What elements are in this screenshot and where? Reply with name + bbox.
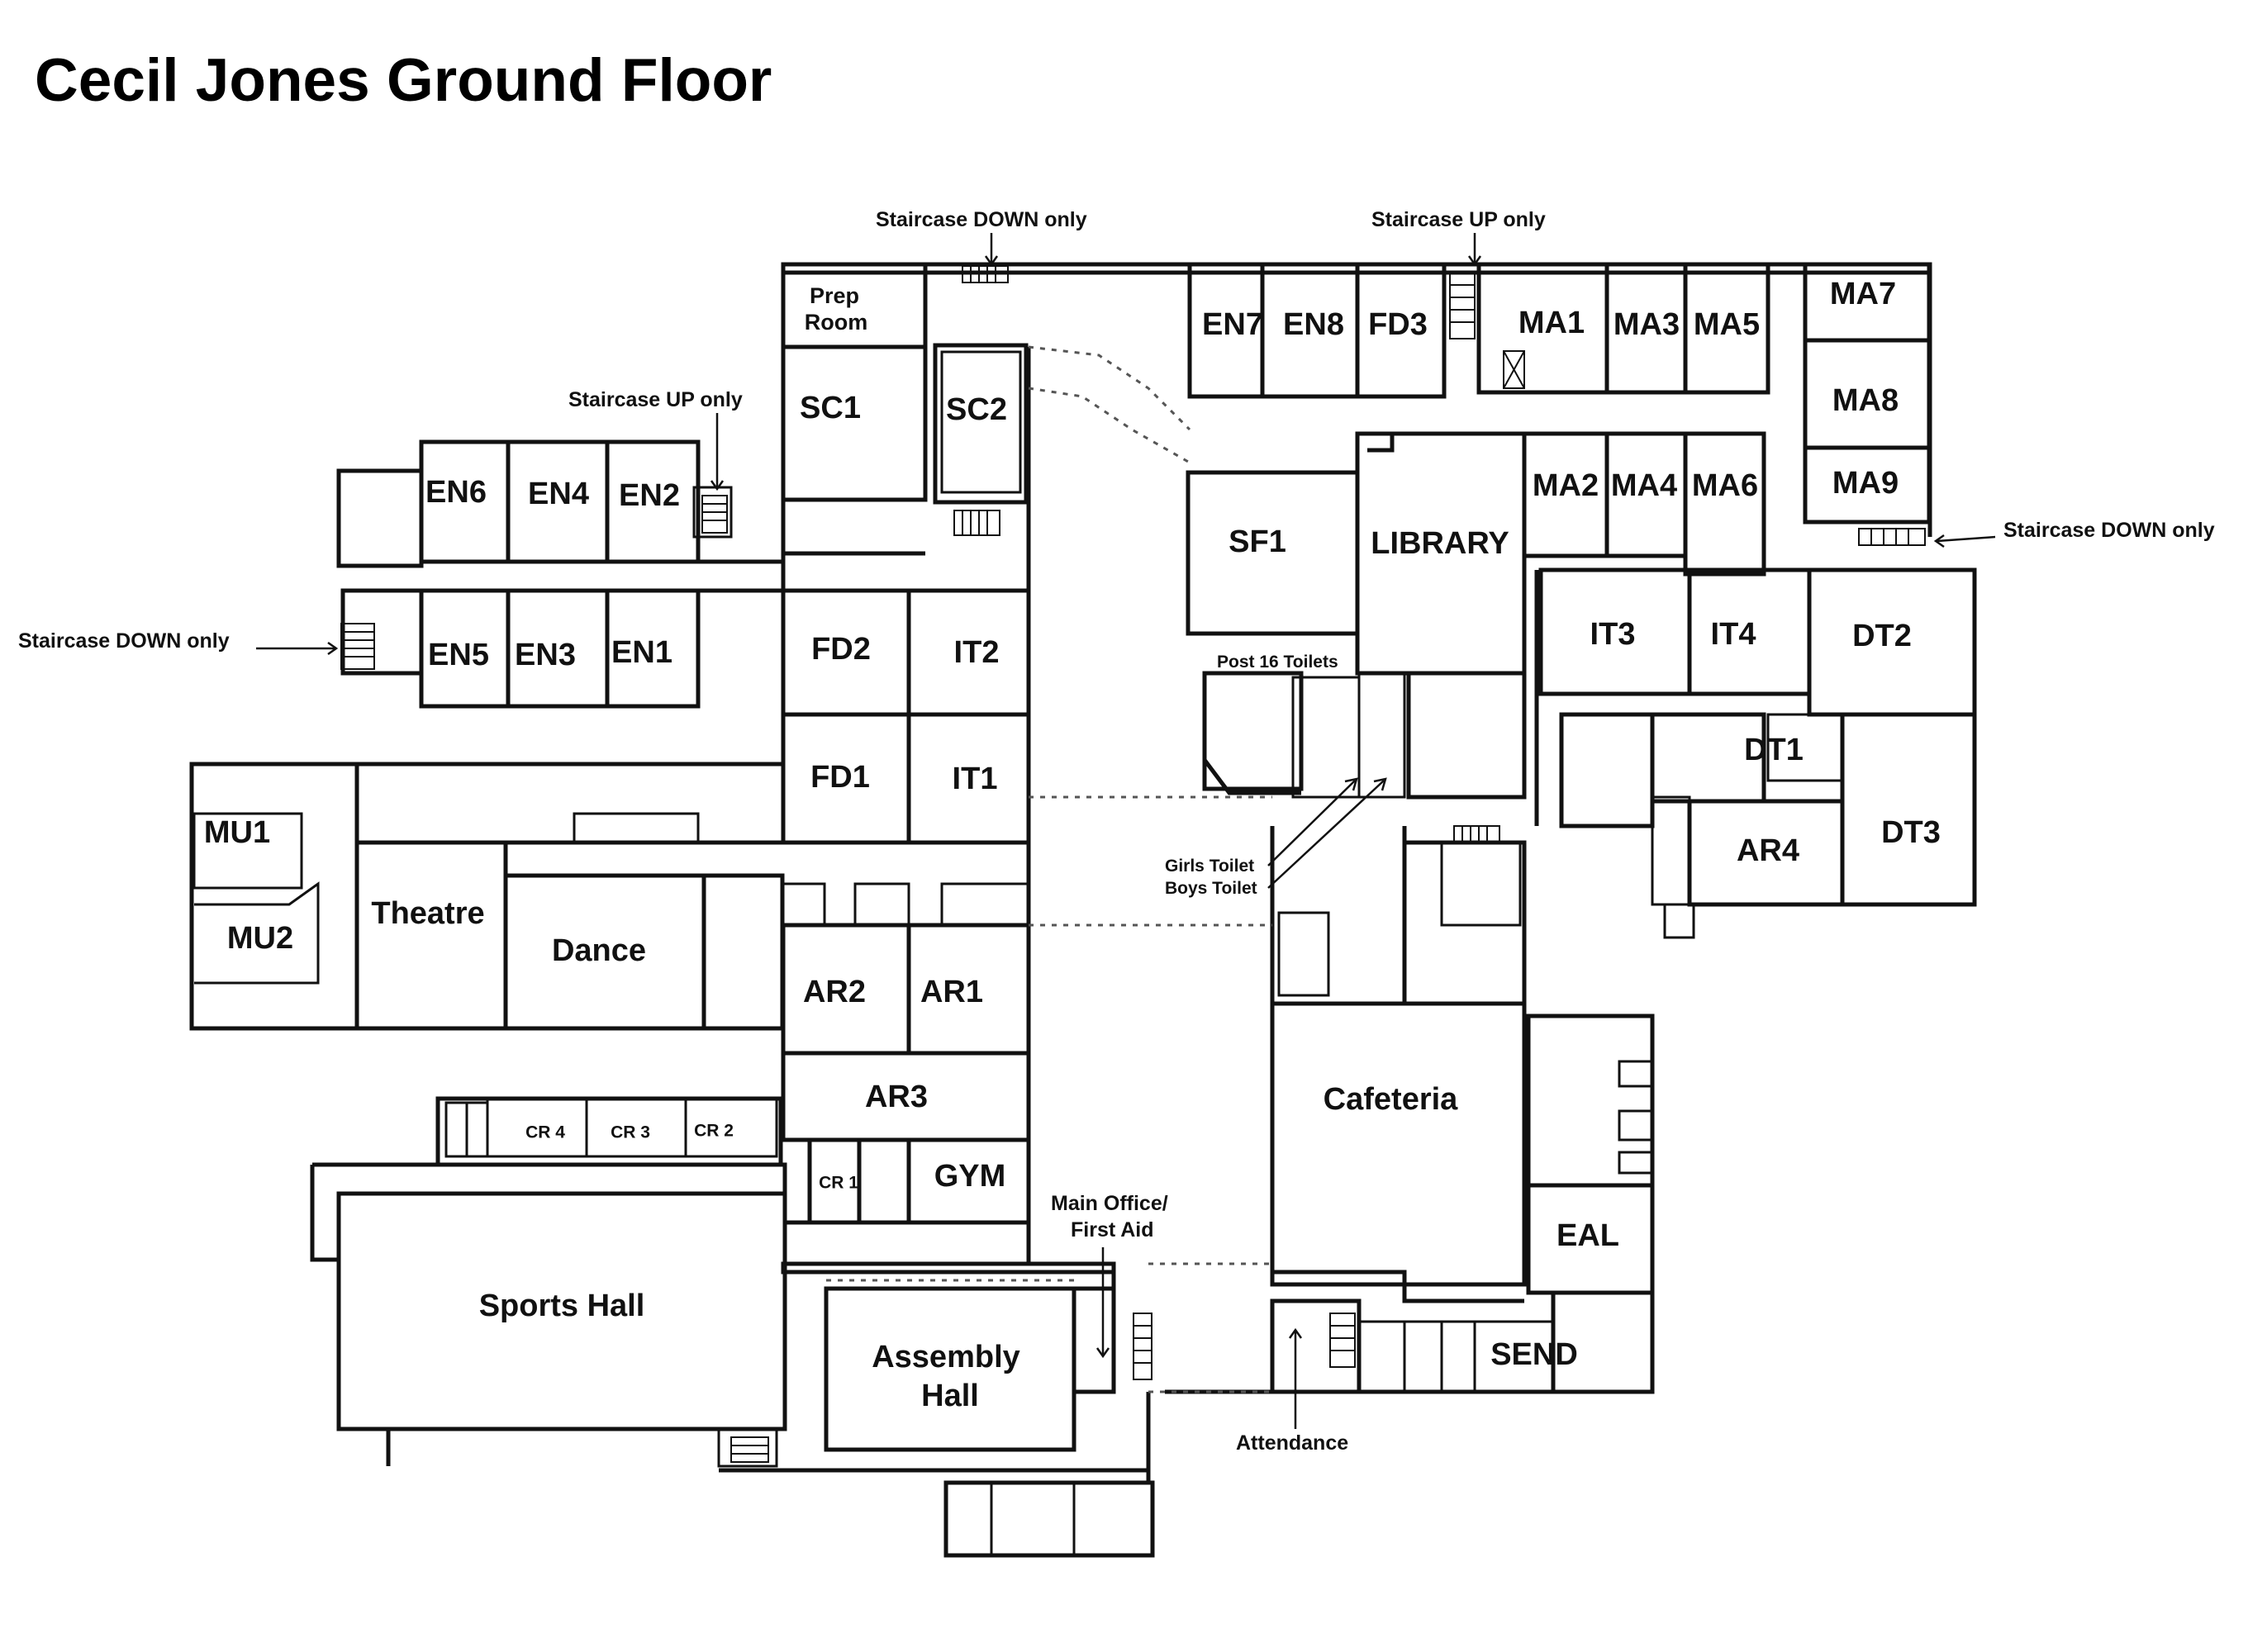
room-ma8: MA8 [1832,383,1899,418]
room-mu1: MU1 [204,815,270,850]
staircase-up-en-icon [701,495,728,534]
note-main-office-line2: First Aid [1071,1218,1153,1241]
staircase-office-icon [1133,1313,1153,1380]
room-ar3: AR3 [865,1080,928,1114]
covered-walkways [826,345,1272,1393]
room-prep-room-line1: Prep [810,283,859,308]
room-ma9: MA9 [1832,466,1899,501]
room-assembly-hall-line2: Hall [921,1379,979,1413]
room-ma3: MA3 [1614,307,1680,342]
room-assembly-hall-line1: Assembly [872,1340,1020,1374]
room-en2: EN2 [619,478,680,513]
note-girls-toilet: Girls Toilet [1165,857,1254,876]
room-sf1: SF1 [1229,525,1286,559]
room-cafeteria: Cafeteria [1324,1082,1458,1117]
room-sc2: SC2 [946,392,1007,427]
room-sports-hall: Sports Hall [479,1289,645,1323]
room-cr3: CR 3 [611,1123,650,1142]
room-fd2: FD2 [811,632,871,667]
room-mu2: MU2 [227,921,293,956]
room-dt1: DT1 [1744,733,1804,767]
staircase-up-top-icon [1449,272,1525,389]
note-boys-toilet: Boys Toilet [1165,879,1257,898]
room-fd1: FD1 [810,760,870,795]
room-en5: EN5 [428,638,489,672]
note-main-office-line1: Main Office/ [1051,1192,1168,1215]
map-title: Cecil Jones Ground Floor [35,47,772,114]
staircase-attendance-icon [1329,1313,1356,1368]
room-it3: IT3 [1590,617,1636,652]
room-gym: GYM [934,1159,1006,1194]
note-staircase-up-en: Staircase UP only [568,388,743,411]
arrowhead-icon [1933,534,1945,548]
note-staircase-down-top: Staircase DOWN only [876,208,1087,231]
note-staircase-up-top: Staircase UP only [1371,208,1546,231]
room-en3: EN3 [515,638,576,672]
room-ma7: MA7 [1830,277,1896,311]
arrowhead-icon [1344,777,1358,791]
room-en6: EN6 [425,475,487,510]
room-cr2: CR 2 [694,1122,734,1141]
room-ma6: MA6 [1692,468,1758,503]
annotations: Staircase DOWN only Staircase UP only St… [18,208,2215,1455]
staircase-down-top-icon [962,265,1009,283]
room-library: LIBRARY [1371,526,1509,561]
arrowhead-icon [1095,1347,1110,1359]
room-ma5: MA5 [1694,307,1760,342]
room-ar1: AR1 [920,975,983,1009]
building-walls [189,262,1977,1558]
room-it2: IT2 [954,635,1000,670]
room-ma2: MA2 [1533,468,1599,503]
room-en4: EN4 [528,477,589,511]
staircase-sports-hall-icon [730,1436,769,1463]
room-ar2: AR2 [803,975,866,1009]
room-cr1: CR 1 [819,1174,858,1193]
room-ar4: AR4 [1737,833,1799,868]
note-staircase-down-right: Staircase DOWN only [2003,519,2215,542]
room-cr4: CR 4 [525,1123,565,1142]
room-ma1: MA1 [1518,306,1585,340]
staircases [340,265,1926,1463]
arrowhead-icon [1288,1327,1303,1339]
arrowhead-icon [710,480,725,491]
room-it1: IT1 [953,762,998,796]
room-en7: EN7 [1202,307,1263,342]
room-it4: IT4 [1711,617,1756,652]
room-en1: EN1 [611,635,672,670]
room-ma4: MA4 [1611,468,1677,503]
room-send: SEND [1490,1337,1578,1372]
note-attendance: Attendance [1236,1431,1348,1455]
arrowhead-icon [984,255,999,267]
room-dance: Dance [552,933,646,968]
staircase-down-left-icon [340,623,375,670]
room-en8: EN8 [1283,307,1344,342]
arrowhead-icon [1373,777,1387,791]
arrow-staircase-down-right-icon [1937,535,1996,543]
arrow-girls-toilet-icon [1267,780,1356,866]
note-post16-toilets: Post 16 Toilets [1217,653,1338,672]
arrowhead-icon [327,641,339,656]
room-prep-room-line2: Room [805,310,868,335]
arrowhead-icon [1467,255,1482,267]
staircase-cafeteria-icon [1453,825,1500,843]
room-dt2: DT2 [1852,619,1912,653]
room-sc1: SC1 [800,391,861,425]
room-fd3: FD3 [1368,307,1428,342]
staircase-gym-icon [953,510,1000,536]
room-theatre: Theatre [371,896,484,931]
note-staircase-down-left: Staircase DOWN only [18,629,230,653]
arrow-boys-toilet-icon [1267,780,1385,889]
room-dt3: DT3 [1881,815,1941,850]
staircase-down-right-icon [1858,528,1926,546]
room-eal: EAL [1556,1218,1619,1253]
room-labels: Prep Room SC1 SC2 EN6 EN4 EN2 EN5 EN3 EN… [204,277,1941,1413]
